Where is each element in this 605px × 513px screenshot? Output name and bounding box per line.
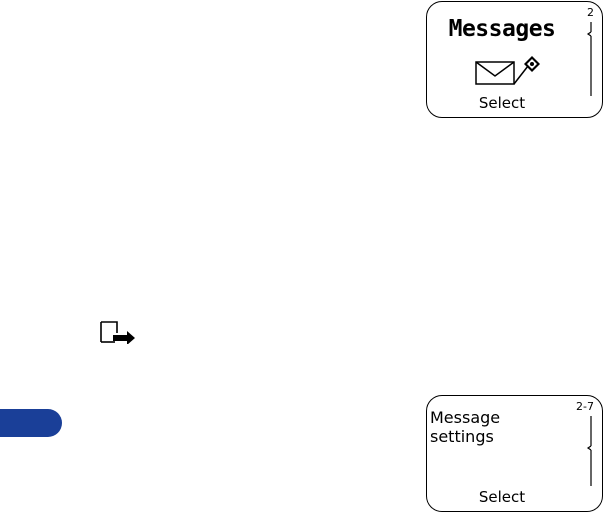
menu-position-indicator: 2-7 [576,400,594,413]
scrollbar [586,22,596,100]
envelope-pen-icon [474,52,542,92]
menu-title-line-1: Message [430,408,500,427]
note-icon [99,320,139,348]
select-softkey[interactable]: Select [427,488,577,506]
phone-screen-message-settings: Message settings Select 2-7 [426,395,603,512]
scrollbar [586,416,596,490]
menu-item-title: Message settings [430,408,500,446]
phone-screen-messages: Messages Select 2 [426,1,603,118]
screen-title: Messages [427,16,577,42]
select-softkey[interactable]: Select [427,94,577,112]
chapter-tab [0,409,62,437]
menu-title-line-2: settings [430,427,500,446]
menu-position-indicator: 2 [587,6,594,19]
